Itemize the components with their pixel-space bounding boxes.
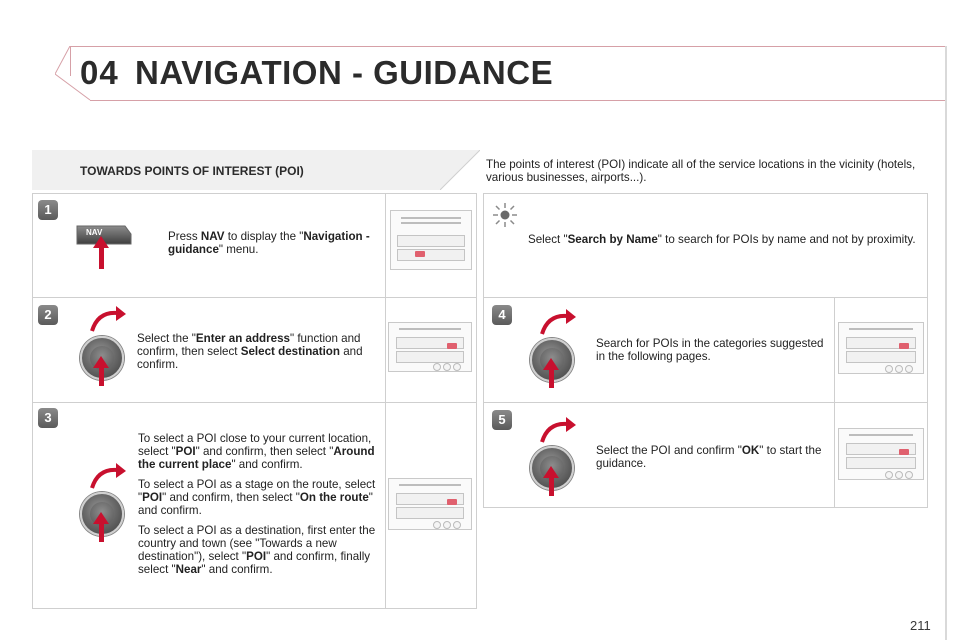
step-4-text: Search for POIs in the categories sugges…	[596, 337, 824, 363]
section-header-bar	[32, 150, 480, 190]
header-rule-top	[70, 46, 945, 47]
section-header-notch	[440, 150, 480, 190]
page-number: 211	[910, 618, 931, 633]
header-rule-bottom	[90, 100, 945, 101]
step-2-text: Select the "Enter an address" function a…	[137, 332, 363, 371]
step-2-radio-illustration	[388, 322, 472, 372]
step-4-arrow-icon	[543, 358, 559, 370]
step-4-arrow-stem	[549, 368, 554, 388]
step-4-badge: 4	[492, 305, 512, 325]
tip-text: Select "Search by Name" to search for PO…	[528, 233, 916, 246]
rotate-arrow-icon	[90, 463, 126, 489]
nav-button-label: NAV	[86, 228, 103, 237]
rotate-arrow-icon	[540, 417, 576, 443]
rotary-knob-icon	[530, 338, 574, 382]
step-3-para-2: To select a POI as a stage on the route,…	[138, 478, 376, 517]
right-column-separator	[834, 297, 835, 508]
step-3-para-1: To select a POI close to your current lo…	[138, 432, 375, 471]
step-4-radio-illustration	[838, 322, 924, 374]
step-5-radio-illustration	[838, 428, 924, 480]
rotate-arrow-icon	[90, 306, 126, 332]
section-intro: The points of interest (POI) indicate al…	[486, 158, 916, 184]
left-row-separator-2	[32, 402, 477, 403]
left-column-separator	[385, 193, 386, 609]
chapter-number: 04	[80, 54, 119, 91]
step-3-para-3: To select a POI as a destination, first …	[138, 524, 376, 576]
step-1-badge: 1	[38, 200, 58, 220]
step-3-radio-illustration	[388, 478, 472, 530]
step-3-text: To select a POI close to your current lo…	[138, 432, 378, 583]
left-row-separator-1	[32, 297, 477, 298]
right-row-separator-2	[483, 402, 928, 403]
step-3-arrow-stem	[99, 522, 104, 542]
right-row-separator-1	[483, 297, 928, 298]
step-5-arrow-icon	[543, 466, 559, 478]
step-1-text: Press NAV to display the "Navigation - g…	[168, 230, 370, 256]
step-2-arrow-icon	[93, 356, 109, 368]
page-title: NAVIGATION - GUIDANCE	[135, 54, 554, 91]
step-2-badge: 2	[38, 305, 58, 325]
rotate-arrow-icon	[540, 309, 576, 335]
header-rule-left	[70, 46, 71, 76]
step-1-arrow-icon	[93, 236, 109, 248]
lightbulb-icon	[493, 203, 517, 227]
step-5-text: Select the POI and confirm "OK" to start…	[596, 444, 822, 470]
right-edge-rule	[945, 46, 947, 640]
step-1-arrow-stem	[99, 245, 104, 269]
step-5-badge: 5	[492, 410, 512, 430]
nav-button-illustration	[73, 222, 133, 277]
step-1-radio-illustration	[390, 210, 472, 270]
step-3-badge: 3	[38, 408, 58, 428]
step-3-arrow-icon	[93, 512, 109, 524]
step-2-arrow-stem	[99, 366, 104, 386]
section-title: TOWARDS POINTS OF INTEREST (POI)	[80, 164, 304, 178]
header-corner	[55, 46, 91, 101]
step-5-arrow-stem	[549, 476, 554, 496]
